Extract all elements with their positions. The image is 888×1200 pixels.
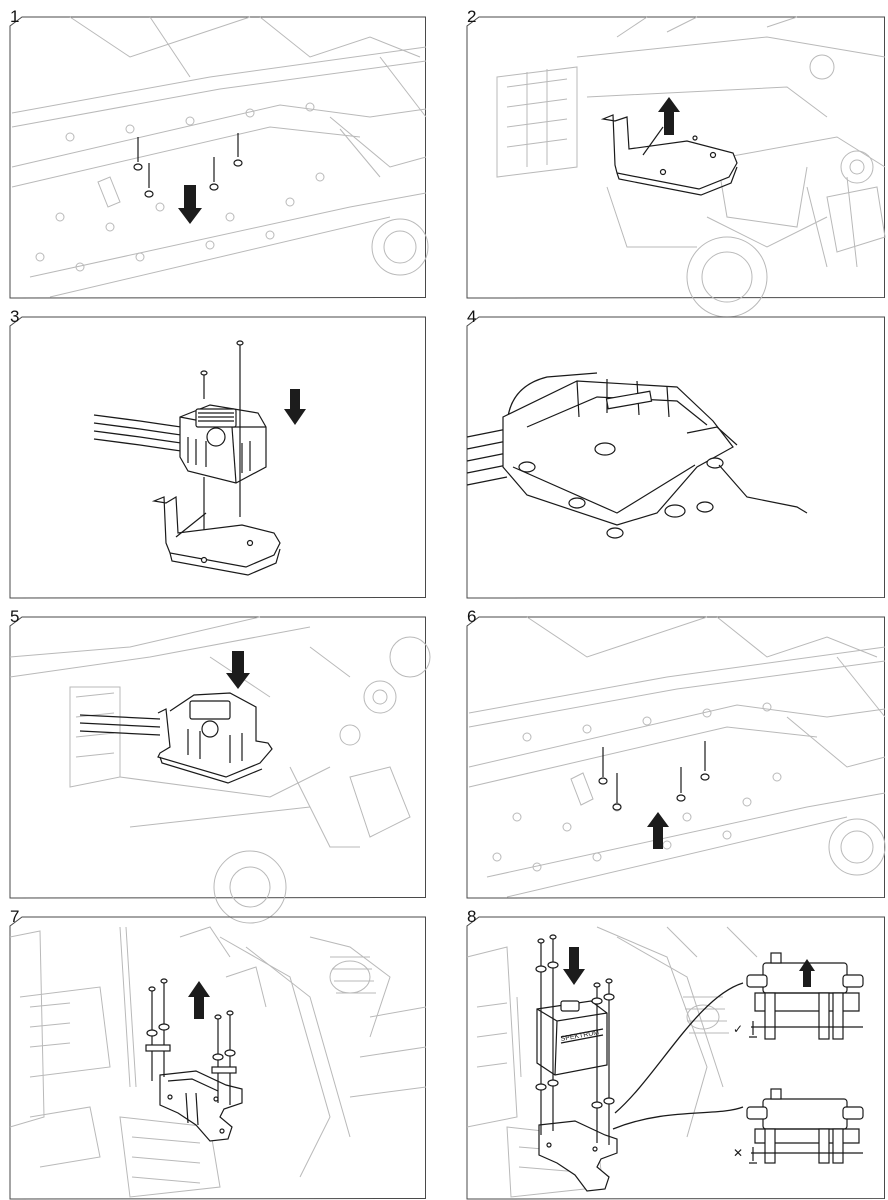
esc-housing xyxy=(502,379,808,539)
step-panel-4: 4 xyxy=(466,308,885,599)
panel-frame xyxy=(9,316,426,599)
panel-border xyxy=(9,916,426,1200)
screw-icon xyxy=(133,133,243,198)
step-number: 5 xyxy=(10,607,20,626)
step-panel-2: 2 xyxy=(466,8,886,318)
step-number: 8 xyxy=(467,907,477,926)
arrow-up-icon xyxy=(658,97,680,135)
step-number: 1 xyxy=(10,7,20,26)
servo-install-illustration: SPEKTRUM xyxy=(466,926,864,1198)
panel-border xyxy=(9,16,426,299)
servo-mount-illustration xyxy=(9,926,427,1198)
step-panel-5: 5 xyxy=(9,608,431,924)
step-panel-1: 1 xyxy=(9,8,429,299)
panel-frame xyxy=(466,916,885,1200)
screw-icon xyxy=(598,741,710,811)
servo-fit-detail-correct xyxy=(746,952,864,1040)
panel-frame xyxy=(9,916,426,1200)
panel-frame xyxy=(9,616,426,899)
chassis-underside-illustration xyxy=(11,16,429,298)
panel-border xyxy=(466,916,885,1200)
panel-border xyxy=(466,316,885,599)
esc-tray xyxy=(600,114,738,196)
arrow-down-icon xyxy=(563,947,585,985)
panel-border xyxy=(9,316,426,599)
esc-unit xyxy=(179,404,267,484)
arrow-up-icon xyxy=(188,981,210,1019)
step-number: 7 xyxy=(10,907,20,926)
esc-tray-illustration xyxy=(496,16,886,318)
servo-mount xyxy=(159,1070,243,1142)
screw-icon xyxy=(535,934,615,1145)
detail-callout-line xyxy=(612,1106,744,1130)
step-panel-8: 8 SPEKTRUM xyxy=(466,908,885,1200)
arrow-down-icon xyxy=(226,651,250,689)
correct-fit-mark: ✓ xyxy=(733,1022,743,1036)
esc-underside-illustration xyxy=(466,372,808,539)
esc-install-illustration xyxy=(9,616,431,924)
panel-frame xyxy=(466,16,885,299)
esc-unit xyxy=(157,692,273,784)
esc-tray xyxy=(151,495,281,576)
panel-border xyxy=(466,616,885,899)
panel-border xyxy=(466,16,885,299)
servo-fit-detail-incorrect xyxy=(746,1088,864,1164)
panel-frame xyxy=(466,616,885,899)
servo-mount xyxy=(538,1120,618,1192)
arrow-down-icon xyxy=(178,185,202,224)
incorrect-fit-mark: ✕ xyxy=(733,1146,743,1160)
detail-callout-line xyxy=(614,982,744,1114)
chassis-underside-illustration xyxy=(468,616,886,898)
esc-to-tray-illustration xyxy=(93,340,306,576)
arrow-down-icon xyxy=(284,389,306,425)
panel-frame xyxy=(466,316,885,599)
esc-wires xyxy=(79,714,161,736)
screw-icon xyxy=(145,978,237,1105)
step-panel-6: 6 xyxy=(466,608,886,899)
step-number: 3 xyxy=(10,307,20,326)
servo xyxy=(536,1000,608,1076)
step-number: 4 xyxy=(467,307,477,326)
step-panel-3: 3 xyxy=(9,308,426,599)
step-panel-7: 7 xyxy=(9,908,427,1200)
panel-border xyxy=(9,616,426,899)
arrow-up-icon xyxy=(647,812,669,849)
panel-frame xyxy=(9,16,426,299)
esc-label xyxy=(605,390,653,410)
step-number: 6 xyxy=(467,607,477,626)
step-number: 2 xyxy=(467,7,477,26)
